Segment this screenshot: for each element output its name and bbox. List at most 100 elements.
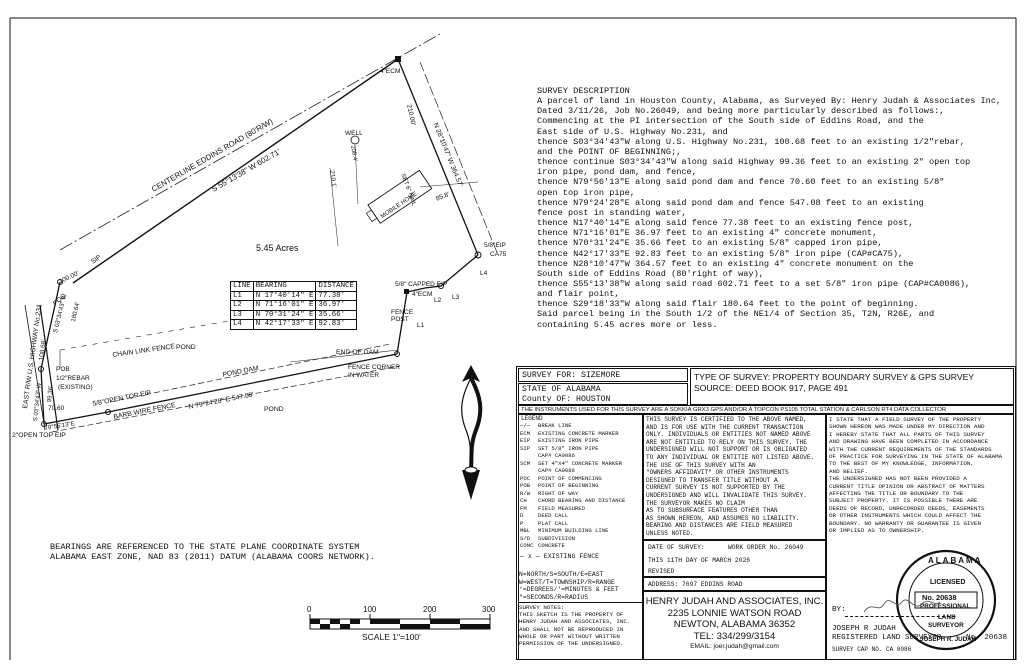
notes-line: PERMISSION OF THE UNDERSIGNED. xyxy=(519,640,624,648)
legend-text: PLAT CALL xyxy=(538,519,569,527)
seal-number: No. 20638 xyxy=(922,593,957,602)
notes-line: THIS SKETCH IS THE PROPERTY OF xyxy=(519,611,624,619)
pond-lower-label: POND xyxy=(264,406,284,413)
statement-line: OR IMPLIED AS TO OWNERSHIP. xyxy=(829,527,925,535)
legend-text: POINT OF BEGINNING xyxy=(538,482,599,489)
abbrev-line: W=WEST/T=TOWNSHIP/R=RANGE xyxy=(519,578,615,586)
notes-divider xyxy=(518,602,643,603)
abbrev-line: "=SECONDS/R=RADIUS xyxy=(519,593,589,601)
legend-symbol: D xyxy=(520,512,524,519)
line-table-header: LINE xyxy=(230,281,254,292)
existing-label: (EXISTING) xyxy=(58,384,93,391)
description-line: Said parcel being in the South 1/2 of th… xyxy=(537,309,935,320)
notes-line: WHOLE OR PART WITHOUT WRITTEN xyxy=(519,632,620,640)
ecm-top-label: 4"ECM xyxy=(380,68,401,75)
certification-text: THIS SURVEY IS CERTIFIED TO THE ABOVE NA… xyxy=(646,416,814,538)
certification-line: BEARING AND DISTANCES ARE FIELD MEASURED xyxy=(646,522,793,530)
address: ADDRESS: 7697 EDDINS ROAD xyxy=(648,581,743,588)
revised: REVISED xyxy=(648,568,675,575)
line-table-cell: 92.83' xyxy=(315,319,357,330)
bearings-note-line: BEARINGS ARE REFERENCED TO THE STATE PLA… xyxy=(50,542,360,552)
line-table: LINE BEARING DISTANCE L1 N 17°40'14" E 7… xyxy=(230,281,357,330)
instruments-bar: THE INSTRUMENTS USED FOR THIS SURVEY ARE… xyxy=(518,405,1014,414)
company-name: HENRY JUDAH AND ASSOCIATES, INC. xyxy=(645,596,824,607)
well-label: WELL xyxy=(345,130,363,137)
certification-line: ARE NOT ENTITLED TO RELY ON THIS SURVEY.… xyxy=(646,438,807,446)
description-title: SURVEY DESCRIPTION xyxy=(537,86,630,96)
county: County OF: HOUSTON xyxy=(522,395,611,404)
signer-name: JOSEPH R JUDAH xyxy=(832,625,896,633)
statement-line: DEEDS OF RECORD, UNRECORDED DEEDS, EASEM… xyxy=(829,504,985,512)
legend-symbol: POC xyxy=(520,474,531,482)
registration-number: No. 20638 xyxy=(966,634,1008,642)
scale-label: SCALE 1"=100' xyxy=(362,632,421,642)
statement-line: AND BELIEF. xyxy=(829,467,868,475)
dist-70-label: 70.60 xyxy=(48,405,65,412)
legend-symbol: SCM xyxy=(520,459,531,467)
statement-line: SUBJECT PROPERTY. IT IS POSSIBLE THERE A… xyxy=(829,497,978,505)
l3-label: L3 xyxy=(452,294,460,301)
seal-surveyor: SURVEYOR xyxy=(928,622,964,629)
notes-line: HENRY JUDAH AND ASSOCIATES, INC. xyxy=(519,618,631,626)
acreage-label: 5.45 Acres xyxy=(256,243,299,253)
survey-for: SURVEY FOR: SIZEMORE xyxy=(522,371,621,380)
state: STATE OF ALABAMA xyxy=(522,385,601,394)
certification-line: THIS SURVEY IS CERTIFIED TO THE ABOVE NA… xyxy=(646,416,807,423)
legend-text: FIELD MEASURED xyxy=(538,504,585,512)
description-line: thence N71°16'01"E 36.97 feet to an exis… xyxy=(537,228,878,239)
line-table-cell: 35.66' xyxy=(315,309,357,321)
legend-symbol: —/— xyxy=(520,422,531,429)
bearings-note: BEARINGS ARE REFERENCED TO THE STATE PLA… xyxy=(50,542,375,562)
legend-text: CHORD BEARING AND DISTANCE xyxy=(538,497,626,504)
line-table-cell: L1 xyxy=(230,290,254,302)
description-line: fence post in standing water, xyxy=(537,207,687,218)
description-line: thence continue S03°34'43"W along said H… xyxy=(537,157,971,168)
seal-land: LAND xyxy=(938,614,956,621)
line-table-cell: L2 xyxy=(230,300,254,311)
line-table-header: DISTANCE xyxy=(315,281,357,292)
survey-source: SOURCE: DEED BOOK 917, PAGE 491 xyxy=(694,383,849,393)
survey-description: SURVEY DESCRIPTION A parcel of land in H… xyxy=(537,86,1007,330)
seal-licensed: LICENSED xyxy=(930,579,966,586)
abbrev-line: °=DEGREES/'=MINUTES & FEET xyxy=(519,586,619,594)
certification-cell xyxy=(643,414,826,540)
line-table-cell: L4 xyxy=(230,319,254,330)
company-info: HENRY JUDAH AND ASSOCIATES, INC. 2235 LO… xyxy=(643,596,826,651)
certification-line: UNLESS NOTED. xyxy=(646,529,694,537)
statement-line: OF PRACTICE FOR SURVEYING IN THE STATE O… xyxy=(829,453,1003,461)
eip-58-label: 5/8"EIP xyxy=(484,242,506,249)
certification-line: TO ANY INDIVIDUAL OR ENTITIE NOT LISTED … xyxy=(646,453,815,461)
certification-line: AS SHOWN HEREON, AND ASSUMES NO LIABILIT… xyxy=(646,514,800,522)
state-cell: STATE OF ALABAMA County OF: HOUSTON xyxy=(518,383,688,405)
statement-line: I HEREBY STATE THAT ALL PARTS OF THIS SU… xyxy=(829,430,985,438)
date-cell xyxy=(643,540,826,577)
description-line: thence S29°18'33"W along said flair 180.… xyxy=(537,299,919,310)
l2-label: L2 xyxy=(434,297,442,304)
certification-line: THE SURVEYOR MAKES NO CLAIM xyxy=(646,499,745,507)
company-tel: TEL: 334/299/3154 xyxy=(693,630,776,642)
seal-name: JOSEPH R. JUDAH xyxy=(920,636,977,643)
description-line: thence N42°17'33"E 92.83 feet to an exis… xyxy=(537,248,904,259)
description-line: thence N79°56'13"E along said pond dam a… xyxy=(537,177,945,188)
statement-line: AND DRAWING HAVE BEEN COMPLETED IN ACCOR… xyxy=(829,438,989,446)
ecm-right-label: 4"ECM xyxy=(412,291,433,298)
line-table-cell: N 71°16'01" E xyxy=(252,300,317,311)
company-email: EMAIL: joer.judah@gmail.com xyxy=(690,643,779,650)
line-table-cell: N 17°40'14" E xyxy=(252,290,317,302)
legend-text: SET 4"X4" CONCRETE MARKER xyxy=(538,459,622,467)
line-table-cell: 36.97' xyxy=(315,300,357,311)
statement-line: BOUNDARY. NO WARRANTY OR GUARANTEE IS GI… xyxy=(829,519,982,527)
line-table-cell: N 70°31'24" E xyxy=(252,309,317,321)
survey-day: THIS 11TH DAY OF MARCH 2026 xyxy=(648,557,751,564)
statement-cell xyxy=(826,414,1014,660)
legend-text: EXISTING IRON PIPE xyxy=(538,437,599,444)
legend-symbol: SIP xyxy=(520,444,531,452)
description-line: and the POINT OF BEGINNING;, xyxy=(537,146,682,157)
address-cell: ADDRESS: 7697 EDDINS ROAD xyxy=(643,577,826,591)
description-line: thence S55°13'38"W along said road 602.7… xyxy=(537,278,971,289)
abbrev-line: N=NORTH/S=SOUTH/E=EAST xyxy=(519,571,604,578)
description-line: thence N79°24'28"E along said pond dam a… xyxy=(537,197,924,208)
statement-line: I STATE THAT A FIELD SURVEY OF THE PROPE… xyxy=(829,416,982,423)
